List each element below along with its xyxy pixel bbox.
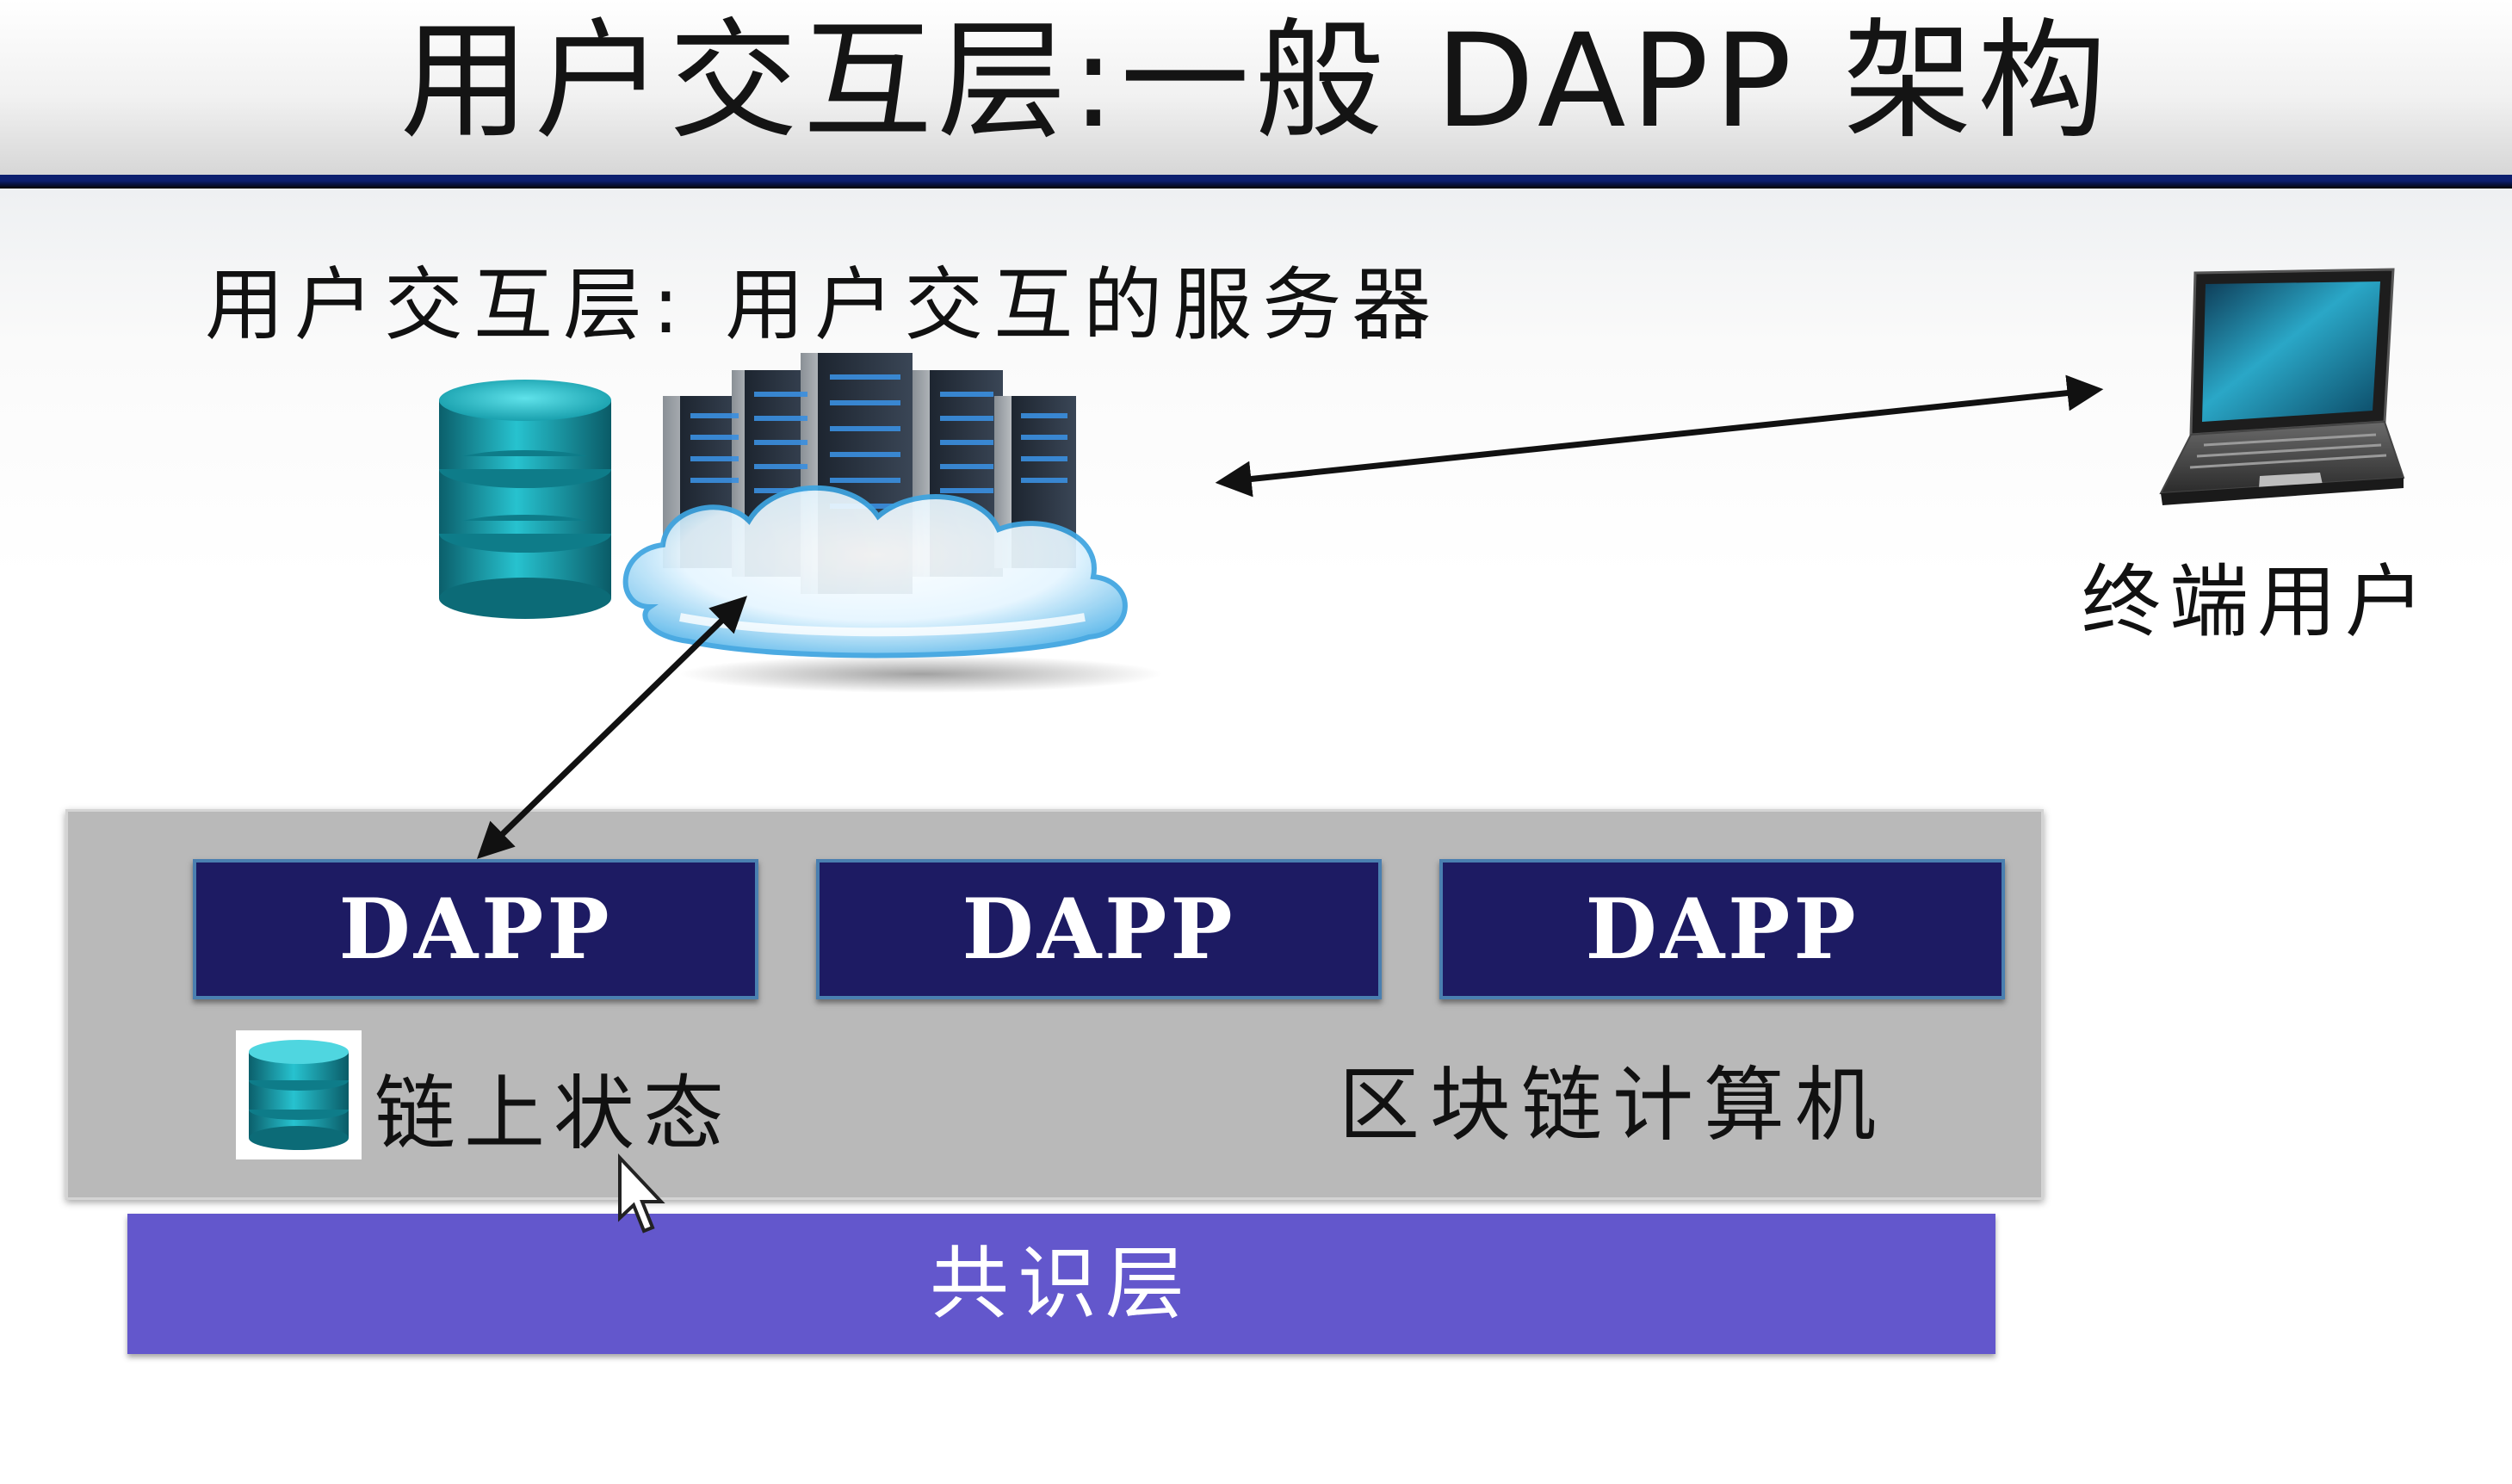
server-layer-label: 用户交互层: 用户交互的服务器	[205, 259, 1442, 351]
consensus-layer-bar: 共识层	[127, 1214, 1995, 1354]
end-user-label: 终端用户	[2082, 556, 2434, 648]
server-cloud-icon	[439, 353, 1162, 693]
dapp-box: DAPP	[1439, 859, 2005, 999]
title-divider	[0, 175, 2512, 189]
slide-title: 用户交互层:一般 DAPP 架构	[399, 7, 2113, 157]
mouse-cursor-icon	[618, 1153, 665, 1234]
laptop-icon	[2159, 268, 2405, 505]
dapp-box: DAPP	[193, 859, 758, 999]
dapp-box: DAPP	[816, 859, 1382, 999]
on-chain-state-label: 链上状态	[374, 1067, 733, 1161]
database-icon	[439, 380, 611, 619]
database-icon	[236, 1030, 362, 1159]
blockchain-computer-label: 区块链计算机	[1339, 1059, 1887, 1153]
title-bar: 用户交互层:一般 DAPP 架构	[0, 0, 2512, 176]
